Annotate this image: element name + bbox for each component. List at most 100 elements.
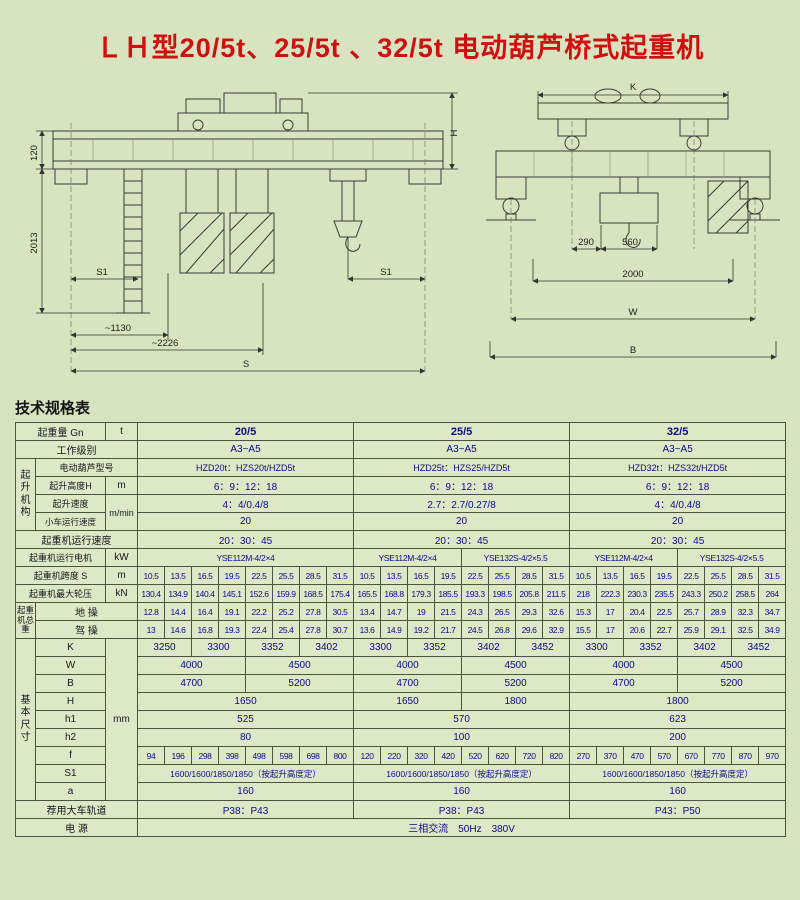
spec-cell: 29.6 xyxy=(515,620,544,639)
spec-cell: 13.4 xyxy=(353,602,382,621)
spec-cell: 32.5 xyxy=(731,620,760,639)
spec-cell: 3452 xyxy=(731,638,787,657)
row-label-K: K xyxy=(35,638,106,657)
spec-cell: 三相交流 50Hz 380V xyxy=(136,818,787,837)
section-heading: 技术规格表 xyxy=(15,400,91,417)
spec-cell: 698 xyxy=(299,746,327,765)
spec-cell: 3402 xyxy=(677,638,733,657)
spec-cell: 230.3 xyxy=(623,584,652,603)
dim-label-1130: ~1130 xyxy=(105,323,131,334)
spec-cell: 22.5 xyxy=(650,602,679,621)
spec-cell: 270 xyxy=(569,746,598,765)
spec-cell: 1800 xyxy=(461,692,571,711)
hoist-end-view xyxy=(599,177,659,248)
row-label-h2: h2 xyxy=(35,728,106,747)
dim-label-K: K xyxy=(630,82,637,93)
spec-cell: 159.9 xyxy=(272,584,300,603)
spec-cell: 570 xyxy=(650,746,679,765)
end-carriages xyxy=(54,168,442,185)
spec-cell: 235.5 xyxy=(650,584,679,603)
spec-cell: 720 xyxy=(515,746,544,765)
spec-cell: 420 xyxy=(434,746,463,765)
spec-cell: 6：9：12：18 xyxy=(136,476,355,495)
dim-label-560: 560 xyxy=(622,237,638,248)
spec-cell: 243.3 xyxy=(677,584,706,603)
spec-cell: 31.5 xyxy=(542,566,571,585)
spec-cell: 3352 xyxy=(623,638,679,657)
spec-cell: 1600/1600/1850/1850（按起升高度定） xyxy=(353,764,571,783)
spec-cell: 264 xyxy=(758,584,787,603)
group-label-basic-dimensions: 基本尺寸 xyxy=(15,638,36,801)
spec-cell: 10.5 xyxy=(137,566,165,585)
spec-cell: 970 xyxy=(758,746,787,765)
spec-cell: 4500 xyxy=(244,656,355,675)
spec-cell: 4700 xyxy=(353,674,463,693)
spec-cell: 4700 xyxy=(137,674,246,693)
spec-cell: 16.4 xyxy=(191,602,219,621)
spec-cell: 220 xyxy=(380,746,409,765)
spec-cell: 22.5 xyxy=(245,566,273,585)
spec-cell: 398 xyxy=(218,746,246,765)
spec-cell: 19.3 xyxy=(218,620,246,639)
spec-cell: 250.2 xyxy=(704,584,733,603)
spec-cell: 22.2 xyxy=(245,602,273,621)
row-label-B: B xyxy=(35,674,106,693)
spec-cell: 870 xyxy=(731,746,760,765)
spec-cell: 20：30：45 xyxy=(353,530,571,549)
row-label-travel-motor: 起重机运行电机 xyxy=(15,548,106,567)
spec-cell: 3250 xyxy=(137,638,192,657)
spec-cell: 130.4 xyxy=(137,584,165,603)
electrical-cabinets xyxy=(179,169,275,274)
row-label-crane-speed: 起重机运行速度 xyxy=(15,530,138,549)
row-label-S1: S1 xyxy=(35,764,106,783)
dim-label-2013: 2013 xyxy=(29,232,40,253)
spec-cell: 134.9 xyxy=(164,584,192,603)
spec-cell: 160 xyxy=(353,782,571,801)
spec-cell: YSE132S-4/2×5.5 xyxy=(461,548,571,567)
spec-cell: 16.5 xyxy=(407,566,436,585)
end-view-drawing: K 290 560 2000 W B xyxy=(486,82,780,360)
row-label-f: f xyxy=(35,746,106,765)
spec-cell: 670 xyxy=(677,746,706,765)
spec-cell: 498 xyxy=(245,746,273,765)
cabinet-end-view xyxy=(707,180,749,234)
spec-cell: 28.5 xyxy=(515,566,544,585)
spec-cell: 370 xyxy=(596,746,625,765)
row-label-hoist-model: 电动葫芦型号 xyxy=(35,458,138,477)
spec-cell: 29.3 xyxy=(515,602,544,621)
row-label-cab-operated: 驾 操 xyxy=(35,620,138,639)
trolley-end-view xyxy=(537,88,729,151)
capacity-32-5: 32/5 xyxy=(569,422,787,441)
spec-cell: 17 xyxy=(596,620,625,639)
spec-cell: 19.5 xyxy=(218,566,246,585)
spec-cell: 25.7 xyxy=(677,602,706,621)
spec-cell: 20 xyxy=(569,512,787,531)
spec-cell: 525 xyxy=(136,710,355,729)
spec-cell: 29.1 xyxy=(704,620,733,639)
spec-cell: 4500 xyxy=(677,656,787,675)
spec-cell: 14.9 xyxy=(380,620,409,639)
group-label-hoist-mechanism: 起升机构 xyxy=(15,458,36,531)
dim-label-S1-right: S1 xyxy=(380,267,392,278)
spec-cell: 27.8 xyxy=(299,620,327,639)
spec-cell: 21.7 xyxy=(434,620,463,639)
centerlines xyxy=(70,123,426,371)
spec-cell: 22.4 xyxy=(245,620,273,639)
spec-cell: 34.9 xyxy=(758,620,787,639)
spec-cell: 2.7：2.7/0.27/8 xyxy=(353,494,571,513)
spec-cell: 32.6 xyxy=(542,602,571,621)
spec-cell: 623 xyxy=(569,710,787,729)
technical-drawings: 120 2013 H S1 S1 ~1130 ~2226 S xyxy=(0,73,800,395)
spec-cell: 21.5 xyxy=(434,602,463,621)
spec-cell: 20：30：45 xyxy=(569,530,787,549)
spec-cell: 145.1 xyxy=(218,584,246,603)
spec-cell: 34.7 xyxy=(758,602,787,621)
spec-cell: 3402 xyxy=(298,638,355,657)
spec-cell: 22.7 xyxy=(650,620,679,639)
unit-cell: kW xyxy=(105,548,138,567)
spec-cell: YSE132S-4/2×5.5 xyxy=(677,548,787,567)
spec-cell: 14.4 xyxy=(164,602,192,621)
spec-cell: 16.8 xyxy=(191,620,219,639)
spec-cell: 4000 xyxy=(137,656,246,675)
